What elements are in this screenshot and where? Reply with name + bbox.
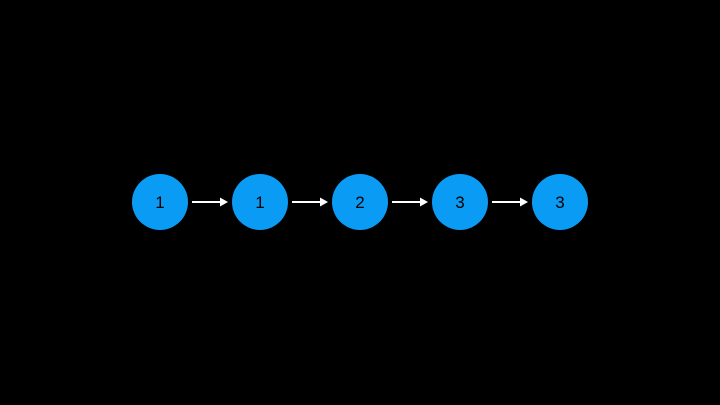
arrow-right-icon: [392, 197, 428, 207]
node-value: 3: [555, 192, 565, 212]
list-node-4: 3: [432, 174, 488, 230]
arrow-right-icon: [292, 197, 328, 207]
node-value: 2: [355, 192, 365, 212]
node-value: 1: [155, 192, 165, 212]
list-node-3: 2: [332, 174, 388, 230]
list-node-2: 1: [232, 174, 288, 230]
arrow-right-icon: [192, 197, 228, 207]
node-value: 3: [455, 192, 465, 212]
list-node-5: 3: [532, 174, 588, 230]
arrow-right-icon: [492, 197, 528, 207]
list-node-1: 1: [132, 174, 188, 230]
node-value: 1: [255, 192, 265, 212]
